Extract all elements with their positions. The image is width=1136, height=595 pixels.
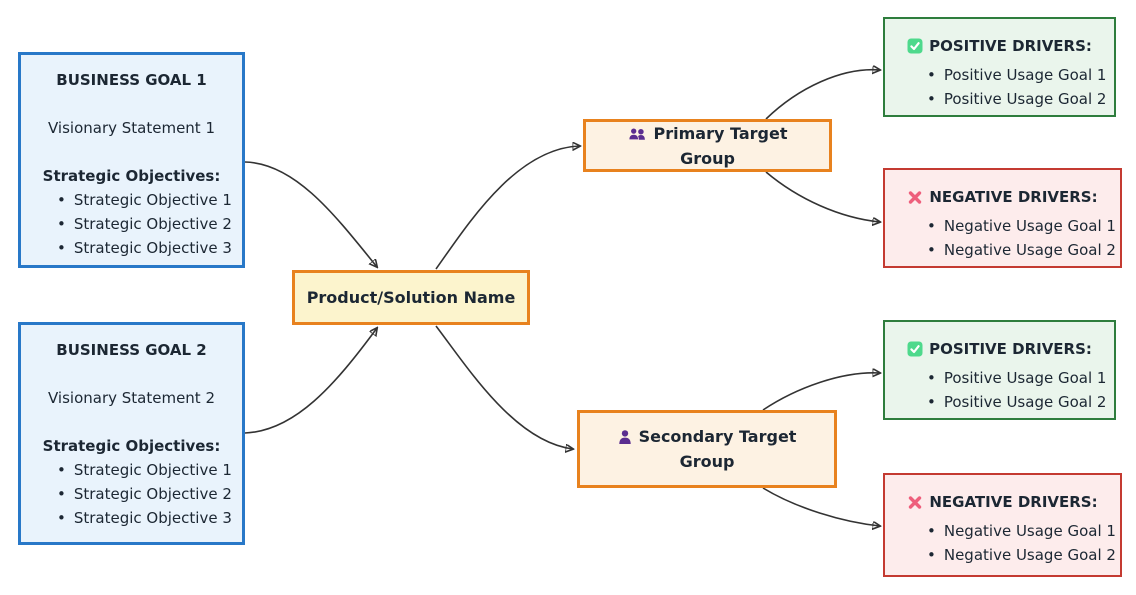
objective-item: Strategic Objective 3 [57, 236, 242, 260]
edge-primary-negative [765, 171, 880, 222]
spacer [21, 92, 242, 116]
objective-item: Strategic Objective 1 [57, 188, 242, 212]
secondary-target-group-content: Secondary Target Group [607, 424, 807, 474]
negative-drivers-heading-text: NEGATIVE DRIVERS: [929, 188, 1098, 206]
driver-item: Negative Usage Goal 1 [927, 214, 1120, 238]
driver-item: Positive Usage Goal 1 [927, 63, 1114, 87]
check-icon [907, 341, 923, 357]
positive-drivers-heading-text: POSITIVE DRIVERS: [929, 340, 1092, 358]
spacer [21, 362, 242, 386]
edge-goal1-product [244, 161, 377, 267]
positive-drivers-list: Positive Usage Goal 1 Positive Usage Goa… [885, 63, 1114, 111]
product-solution-label: Product/Solution Name [306, 288, 516, 307]
negative-drivers-list: Negative Usage Goal 1 Negative Usage Goa… [885, 519, 1120, 567]
positive-drivers-heading-text: POSITIVE DRIVERS: [929, 37, 1092, 55]
secondary-negative-drivers-node: NEGATIVE DRIVERS: Negative Usage Goal 1 … [883, 473, 1122, 577]
secondary-target-group-node: Secondary Target Group [577, 410, 837, 488]
primary-positive-drivers-node: POSITIVE DRIVERS: Positive Usage Goal 1 … [883, 17, 1116, 117]
business-goal-2-objectives-list: Strategic Objective 1 Strategic Objectiv… [21, 458, 242, 530]
edge-product-secondary [435, 325, 573, 449]
business-goal-2-objectives-heading: Strategic Objectives: [42, 437, 221, 455]
positive-drivers-heading: POSITIVE DRIVERS: [885, 33, 1114, 59]
driver-item: Negative Usage Goal 2 [927, 238, 1120, 262]
secondary-target-group-label: Secondary Target Group [638, 427, 797, 471]
person-icon [618, 430, 631, 444]
secondary-positive-drivers-node: POSITIVE DRIVERS: Positive Usage Goal 1 … [883, 320, 1116, 420]
business-goal-2-vision: Visionary Statement 2 [47, 389, 215, 407]
business-goal-1-title: BUSINESS GOAL 1 [56, 71, 207, 89]
edge-product-primary [435, 146, 580, 270]
cross-icon [909, 191, 922, 204]
negative-drivers-heading: NEGATIVE DRIVERS: [885, 489, 1120, 515]
check-icon [907, 38, 923, 54]
business-goal-1-node: BUSINESS GOAL 1 Visionary Statement 1 St… [18, 52, 245, 268]
edge-secondary-positive [762, 373, 880, 411]
objective-item: Strategic Objective 1 [57, 458, 242, 482]
cross-icon [909, 496, 922, 509]
edge-primary-positive [765, 70, 880, 120]
business-goal-1-objectives-heading: Strategic Objectives: [42, 167, 221, 185]
driver-item: Positive Usage Goal 2 [927, 390, 1114, 414]
driver-item: Positive Usage Goal 1 [927, 366, 1114, 390]
positive-drivers-heading: POSITIVE DRIVERS: [885, 336, 1114, 362]
objective-item: Strategic Objective 2 [57, 212, 242, 236]
spacer [21, 410, 242, 434]
objective-item: Strategic Objective 2 [57, 482, 242, 506]
primary-target-group-label: Primary Target Group [653, 123, 788, 168]
negative-drivers-heading-text: NEGATIVE DRIVERS: [929, 493, 1098, 511]
business-goal-1-objectives-list: Strategic Objective 1 Strategic Objectiv… [21, 188, 242, 260]
edge-goal2-product [244, 328, 377, 434]
business-goal-2-node: BUSINESS GOAL 2 Visionary Statement 2 St… [18, 322, 245, 545]
negative-drivers-list: Negative Usage Goal 1 Negative Usage Goa… [885, 214, 1120, 262]
spacer [21, 140, 242, 164]
edge-secondary-negative [762, 487, 880, 526]
primary-negative-drivers-node: NEGATIVE DRIVERS: Negative Usage Goal 1 … [883, 168, 1122, 268]
business-goal-2-title: BUSINESS GOAL 2 [56, 341, 207, 359]
positive-drivers-list: Positive Usage Goal 1 Positive Usage Goa… [885, 366, 1114, 414]
primary-target-group-node: Primary Target Group [583, 119, 832, 172]
driver-item: Negative Usage Goal 1 [927, 519, 1120, 543]
driver-item: Positive Usage Goal 2 [927, 87, 1114, 111]
objective-item: Strategic Objective 3 [57, 506, 242, 530]
people-icon [628, 127, 645, 140]
product-solution-node: Product/Solution Name [292, 270, 530, 325]
negative-drivers-heading: NEGATIVE DRIVERS: [885, 184, 1120, 210]
business-goal-1-vision: Visionary Statement 1 [47, 119, 215, 137]
primary-target-group-content: Primary Target Group [608, 121, 808, 171]
driver-item: Negative Usage Goal 2 [927, 543, 1120, 567]
